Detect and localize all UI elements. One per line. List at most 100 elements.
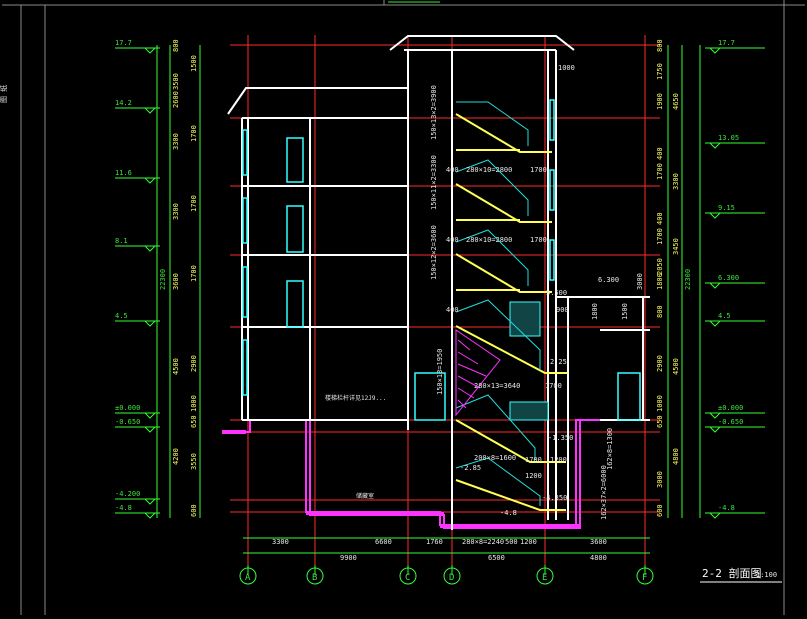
right-dimension: 3300	[672, 173, 680, 190]
stair-note: 150×13×2=3900	[430, 85, 438, 140]
right-dimension: 3450	[672, 238, 680, 255]
left-elevation-text: -4.200	[115, 490, 140, 498]
floor-level-lines	[230, 44, 660, 513]
left-dimension-texts: 8003500150026001700330017003300170036004…	[172, 39, 198, 517]
right-dimension: 4500	[672, 358, 680, 375]
right-dimension: 1900	[656, 93, 664, 110]
right-dimension: 650	[656, 415, 664, 428]
right-elevation-triangle	[709, 426, 721, 433]
drawing-scale: 1:100	[756, 571, 777, 579]
axis-label-B: B	[312, 573, 317, 583]
right-elevation-triangle	[709, 320, 721, 327]
right-dimension: 400	[656, 147, 664, 160]
stair-note-texts: 150×13×2=3900150×11×2=3300150×12×2=36002…	[430, 85, 614, 520]
right-dimension: 3000	[656, 471, 664, 488]
small-dimension: 3000	[636, 273, 644, 290]
axis-label-A: A	[245, 573, 251, 583]
stair-level: -4.350	[542, 494, 567, 502]
left-dimension: 650	[190, 415, 198, 428]
small-dimension: 1500	[621, 303, 629, 320]
left-dimension: 4200	[172, 448, 180, 465]
left-dimension: 1700	[190, 195, 198, 212]
stair-level: 6.300	[598, 276, 619, 284]
left-dimension: 2900	[190, 355, 198, 372]
stair-note: 150×11×2=3300	[430, 155, 438, 210]
stair-note: 280×10=2800	[466, 166, 512, 174]
stair-note: 150×13=1950	[436, 349, 444, 395]
left-dimension: 3600	[172, 273, 180, 290]
bottom-dimension: 1760	[426, 538, 443, 546]
right-elevation-text: 13.05	[718, 134, 739, 142]
left-elevation-text: 8.1	[115, 237, 128, 245]
bottom-dimension: 6600	[375, 538, 392, 546]
axis-label-F: F	[642, 573, 647, 583]
bottom-total: 9900	[340, 554, 357, 562]
left-elevation-text: 11.6	[115, 169, 132, 177]
right-elevation-triangle	[709, 212, 721, 219]
stair-dimension: 400	[446, 306, 459, 314]
stair-section-hatch	[455, 329, 501, 417]
right-dimension: 800	[656, 39, 664, 52]
stair-note: 162×37×2=6000	[600, 465, 608, 520]
window-detail-grid	[509, 301, 549, 421]
stair-note: 280×10=2800	[466, 236, 512, 244]
axis-bubble-C	[399, 567, 417, 585]
bottom-total: 6500	[488, 554, 505, 562]
foundation-dots	[222, 430, 580, 528]
right-elevation-triangle	[709, 142, 721, 149]
right-elevation-triangle	[709, 47, 721, 54]
small-dimension: 1000	[558, 64, 575, 72]
left-elevation-text: -0.650	[115, 418, 140, 426]
left-elevation-triangle	[144, 512, 156, 519]
axis-bubble-F	[636, 567, 654, 585]
axis-label-C: C	[405, 573, 410, 583]
right-elevation-text: 17.7	[718, 39, 735, 47]
right-elevation-text: 6.300	[718, 274, 739, 282]
stair-level: 2.25	[550, 358, 567, 366]
left-elevation-triangle	[144, 498, 156, 505]
right-dimension: 600	[656, 504, 664, 517]
stair-dimension: 400	[446, 236, 459, 244]
right-dimension: 1700	[656, 228, 664, 245]
stair-note: 162×8=1300	[606, 428, 614, 470]
total-height-left: 22300	[159, 269, 167, 290]
stair-dimension: 1700	[545, 382, 562, 390]
right-dimension: 1750	[656, 63, 664, 80]
axis-bubble-D	[443, 567, 461, 585]
stair-level: 5.500	[546, 289, 567, 297]
left-dimension: 600	[190, 504, 198, 517]
right-elevation-text: ±0.000	[718, 404, 743, 412]
dimension-lines	[156, 45, 701, 575]
axis-bubble-A	[239, 567, 257, 585]
right-dimension: 2050	[656, 258, 664, 275]
bottom-dimension: 280×8=2240	[462, 538, 504, 546]
left-elevation-text: 17.7	[115, 39, 132, 47]
small-dimension: 1800	[591, 303, 599, 320]
room-label-storage: 储藏室	[356, 492, 374, 500]
right-dimension: 800	[656, 305, 664, 318]
left-elevation-triangle	[144, 320, 156, 327]
left-elevation-triangle	[144, 177, 156, 184]
left-strip-text: 图 纸	[0, 85, 8, 103]
room-label-rail-note: 楼梯栏杆详见12J9...	[325, 394, 386, 402]
right-elevation-text: -4.8	[718, 504, 735, 512]
total-height-right: 22300	[684, 269, 692, 290]
right-dimension: 1000	[656, 395, 664, 412]
axis-grid-lines	[247, 35, 646, 565]
stair-dimension: 1700	[525, 456, 542, 464]
right-dimension: 1800	[656, 273, 664, 290]
left-elevation-text: 4.5	[115, 312, 128, 320]
bottom-dimension: 1200	[520, 538, 537, 546]
bottom-total: 4800	[590, 554, 607, 562]
axis-label-D: D	[449, 573, 454, 583]
left-dimension: 3300	[172, 203, 180, 220]
left-dimension: 3300	[172, 133, 180, 150]
bottom-dimension: 3300	[272, 538, 289, 546]
left-dimension: 1000	[190, 395, 198, 412]
